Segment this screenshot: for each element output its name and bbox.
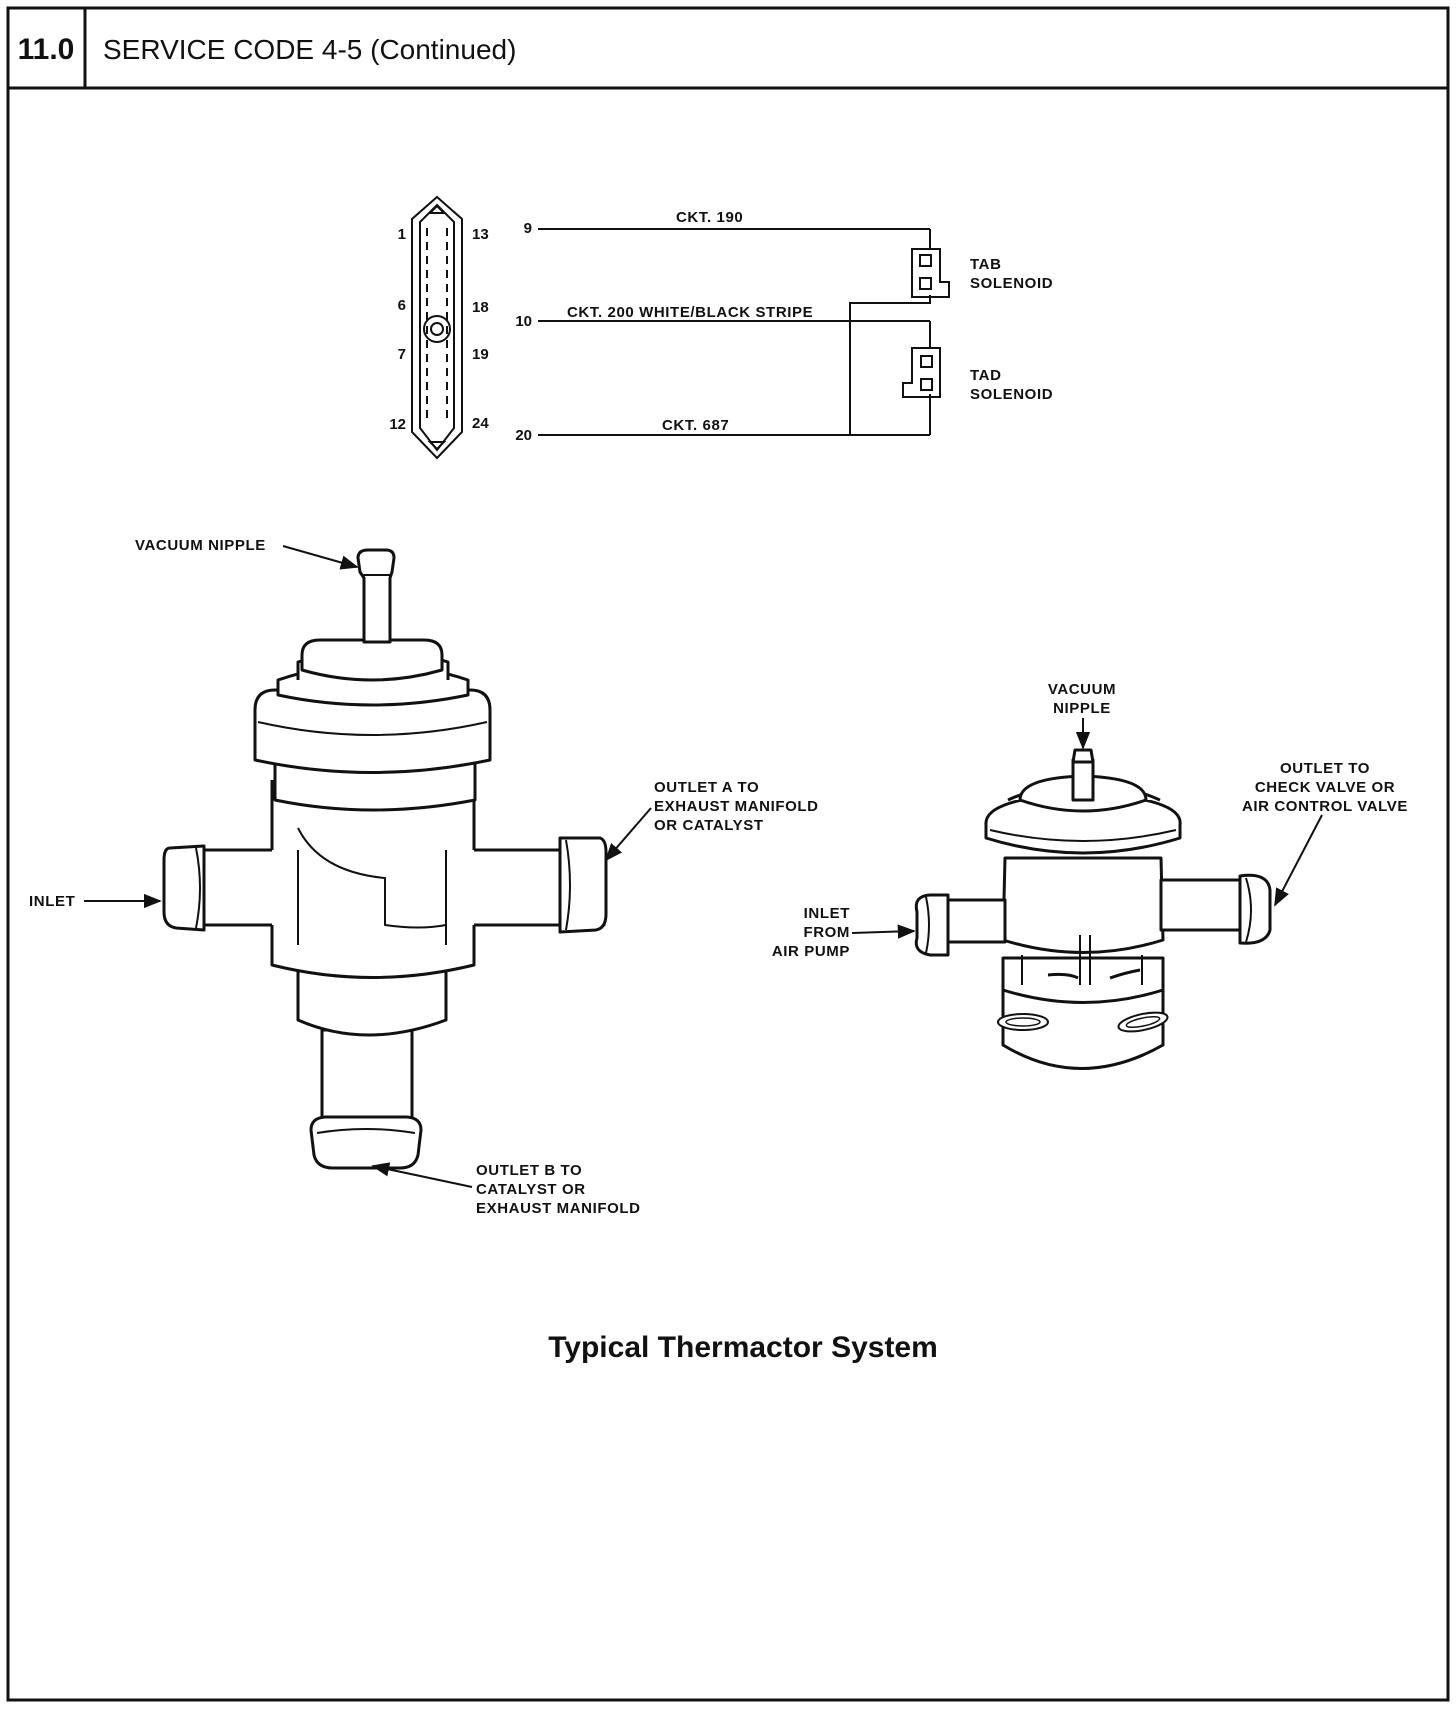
left-vacuum-nipple-label: VACUUM NIPPLE <box>135 537 266 554</box>
right-outlet-line1: OUTLET TO <box>1280 760 1370 777</box>
connector-bolt <box>423 315 451 343</box>
wire-pin-9: 9 <box>524 220 532 237</box>
tab-solenoid-connector <box>911 248 950 298</box>
pin-label-24: 24 <box>472 415 489 432</box>
outlet-a-arrow <box>604 807 652 862</box>
figure-caption: Typical Thermactor System <box>548 1331 938 1364</box>
left-inlet-label: INLET <box>29 893 75 910</box>
left-vacuum-nipple-arrow <box>282 545 359 570</box>
right-outlet-arrow <box>1274 814 1323 907</box>
page-title: SERVICE CODE 4-5 (Continued) <box>103 34 516 65</box>
ckt-190-label: CKT. 190 <box>676 209 743 226</box>
outlet-a-label-line2: EXHAUST MANIFOLD <box>654 798 819 815</box>
right-inlet-line1: INLET <box>804 905 850 922</box>
wires <box>538 228 931 436</box>
tad-solenoid-label-line1: TAD <box>970 367 1002 384</box>
tad-solenoid-label-line2: SOLENOID <box>970 386 1053 403</box>
outlet-b-label-line2: CATALYST OR <box>476 1181 586 1198</box>
tad-solenoid-connector <box>902 347 941 398</box>
right-outlet-line2: CHECK VALVE OR <box>1255 779 1395 796</box>
outlet-b-arrow <box>371 1162 473 1188</box>
tab-solenoid-label-line2: SOLENOID <box>970 275 1053 292</box>
ckt-200-label: CKT. 200 WHITE/BLACK STRIPE <box>567 304 813 321</box>
pin-label-13: 13 <box>472 226 489 243</box>
pin-label-18: 18 <box>472 299 489 316</box>
right-inlet-line2: FROM <box>803 924 850 941</box>
tab-solenoid-label-line1: TAB <box>970 256 1002 273</box>
pin-label-6: 6 <box>398 297 406 314</box>
right-outlet-line3: AIR CONTROL VALVE <box>1242 798 1408 815</box>
diverter-valve-left <box>162 548 608 1170</box>
pin-label-12: 12 <box>389 416 406 433</box>
solenoid-labels: TAB SOLENOID TAD SOLENOID <box>970 256 1053 403</box>
outlet-a-label-line3: OR CATALYST <box>654 817 764 834</box>
right-vacuum-nipple-line1: VACUUM <box>1048 681 1116 698</box>
outlet-b-label-line1: OUTLET B TO <box>476 1162 582 1179</box>
ecu-connector <box>411 195 463 460</box>
right-inlet-line3: AIR PUMP <box>772 943 850 960</box>
wire-labels: 9 10 20 CKT. 190 CKT. 200 WHITE/BLACK ST… <box>515 209 813 444</box>
right-vacuum-nipple-line2: NIPPLE <box>1053 700 1111 717</box>
section-number: 11.0 <box>18 33 75 66</box>
pin-label-7: 7 <box>398 346 406 363</box>
left-valve-labels: VACUUM NIPPLE INLET OUTLET A TO EXHAUST … <box>29 537 819 1217</box>
pin-label-19: 19 <box>472 346 489 363</box>
wire-pin-10: 10 <box>515 313 532 330</box>
wire-pin-20: 20 <box>515 427 532 444</box>
outlet-b-label-line3: EXHAUST MANIFOLD <box>476 1200 641 1217</box>
right-valve-labels: VACUUM NIPPLE INLET FROM AIR PUMP OUTLET… <box>772 681 1408 960</box>
outlet-a-label-line1: OUTLET A TO <box>654 779 759 796</box>
connector-pin-labels: 1 13 6 18 7 19 12 24 <box>389 226 489 433</box>
pin-label-1: 1 <box>398 226 406 243</box>
page-frame <box>6 6 1450 1702</box>
ckt-687-label: CKT. 687 <box>662 417 729 434</box>
right-inlet-arrow <box>851 924 916 939</box>
air-valve-right <box>914 748 1272 1070</box>
